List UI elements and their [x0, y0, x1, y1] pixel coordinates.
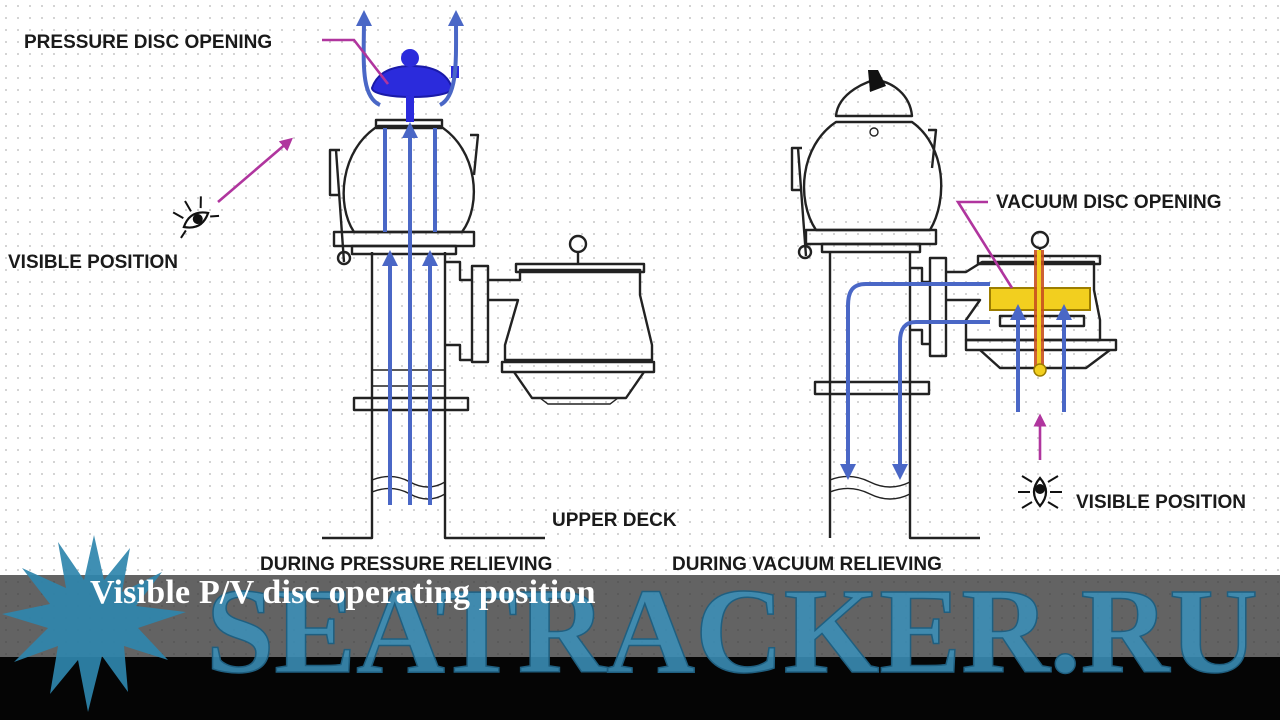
side-branch-left — [445, 260, 472, 362]
pointer-visible-left — [217, 137, 293, 203]
pressure-valve — [322, 10, 656, 540]
label-visible-position-right: VISIBLE POSITION — [1076, 492, 1246, 513]
label-pressure-disc-opening: PRESSURE DISC OPENING — [24, 32, 272, 53]
vacuum-flow-arrows — [840, 282, 1072, 480]
side-branch-right — [910, 266, 930, 346]
pressure-flow-arrows — [355, 10, 465, 505]
valve-dome-left — [342, 124, 475, 234]
label-vacuum-disc-opening: VACUUM DISC OPENING — [996, 192, 1222, 213]
upper-flange-left — [332, 230, 476, 248]
caption-title: Visible P/V disc operating position — [90, 574, 596, 611]
pointer-vacuum-disc — [955, 200, 1014, 289]
vacuum-valve — [790, 70, 1118, 540]
deck-line-right — [828, 488, 980, 540]
vertical-pipe-right — [828, 252, 912, 488]
eye-icon — [1018, 475, 1062, 509]
pressure-disc — [370, 64, 454, 98]
caption-band — [0, 575, 1280, 657]
lower-flange-right — [813, 380, 931, 396]
deck-line-left — [322, 488, 545, 540]
valve-dome-right — [802, 120, 943, 232]
label-upper-deck: UPPER DECK — [552, 510, 677, 531]
bottom-band — [0, 657, 1280, 720]
label-during-vacuum-relieving: DURING VACUUM RELIEVING — [672, 554, 942, 575]
pointer-pressure-disc — [322, 38, 390, 85]
label-during-pressure-relieving: DURING PRESSURE RELIEVING — [260, 554, 552, 575]
label-visible-position-left: VISIBLE POSITION — [8, 252, 178, 273]
eye-icon — [172, 196, 220, 239]
upper-flange-right — [804, 228, 938, 246]
